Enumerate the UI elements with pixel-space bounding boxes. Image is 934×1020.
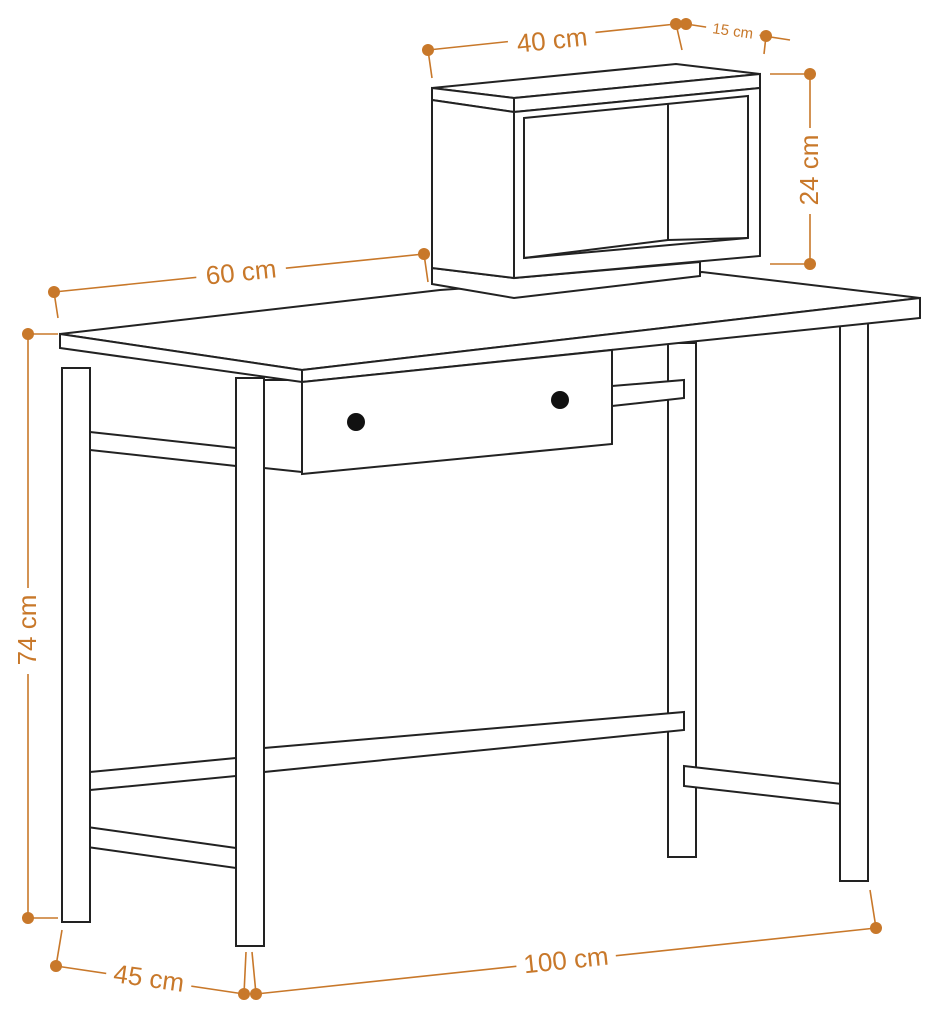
drawer-front <box>301 348 613 476</box>
label-shelf-width: 40 cm <box>515 21 589 58</box>
left-side-upper-rail <box>89 430 237 468</box>
label-shelf-height: 24 cm <box>794 135 824 206</box>
drawer-apron <box>263 379 303 474</box>
right-side-rail <box>683 764 843 806</box>
shelf-opening <box>523 94 749 260</box>
back-right-leg <box>667 342 697 858</box>
label-desk-width: 100 cm <box>522 941 610 980</box>
back-left-leg <box>61 367 91 923</box>
front-left-leg <box>235 377 265 947</box>
shelf-inner-bottom <box>523 237 749 259</box>
dimension-labels: 40 cm 15 cm 24 cm 60 cm 74 cm 45 cm 100 … <box>12 16 824 998</box>
label-desk-height: 74 cm <box>12 595 42 666</box>
shelf-left-panel <box>431 98 515 280</box>
front-right-leg <box>839 322 869 882</box>
back-lower-rail <box>263 710 685 774</box>
label-desk-depth-top: 60 cm <box>204 253 278 290</box>
label-desk-depth: 45 cm <box>112 958 186 998</box>
drawer-knob-left <box>347 413 365 431</box>
left-side-lower-rail <box>79 824 237 870</box>
label-shelf-depth: 15 cm <box>711 20 754 43</box>
drawer-knob-right <box>551 391 569 409</box>
desk-outline <box>59 270 921 947</box>
shelf-unit <box>431 62 761 300</box>
left-back-rail <box>89 756 237 792</box>
desk-top-side-edge <box>301 296 921 384</box>
